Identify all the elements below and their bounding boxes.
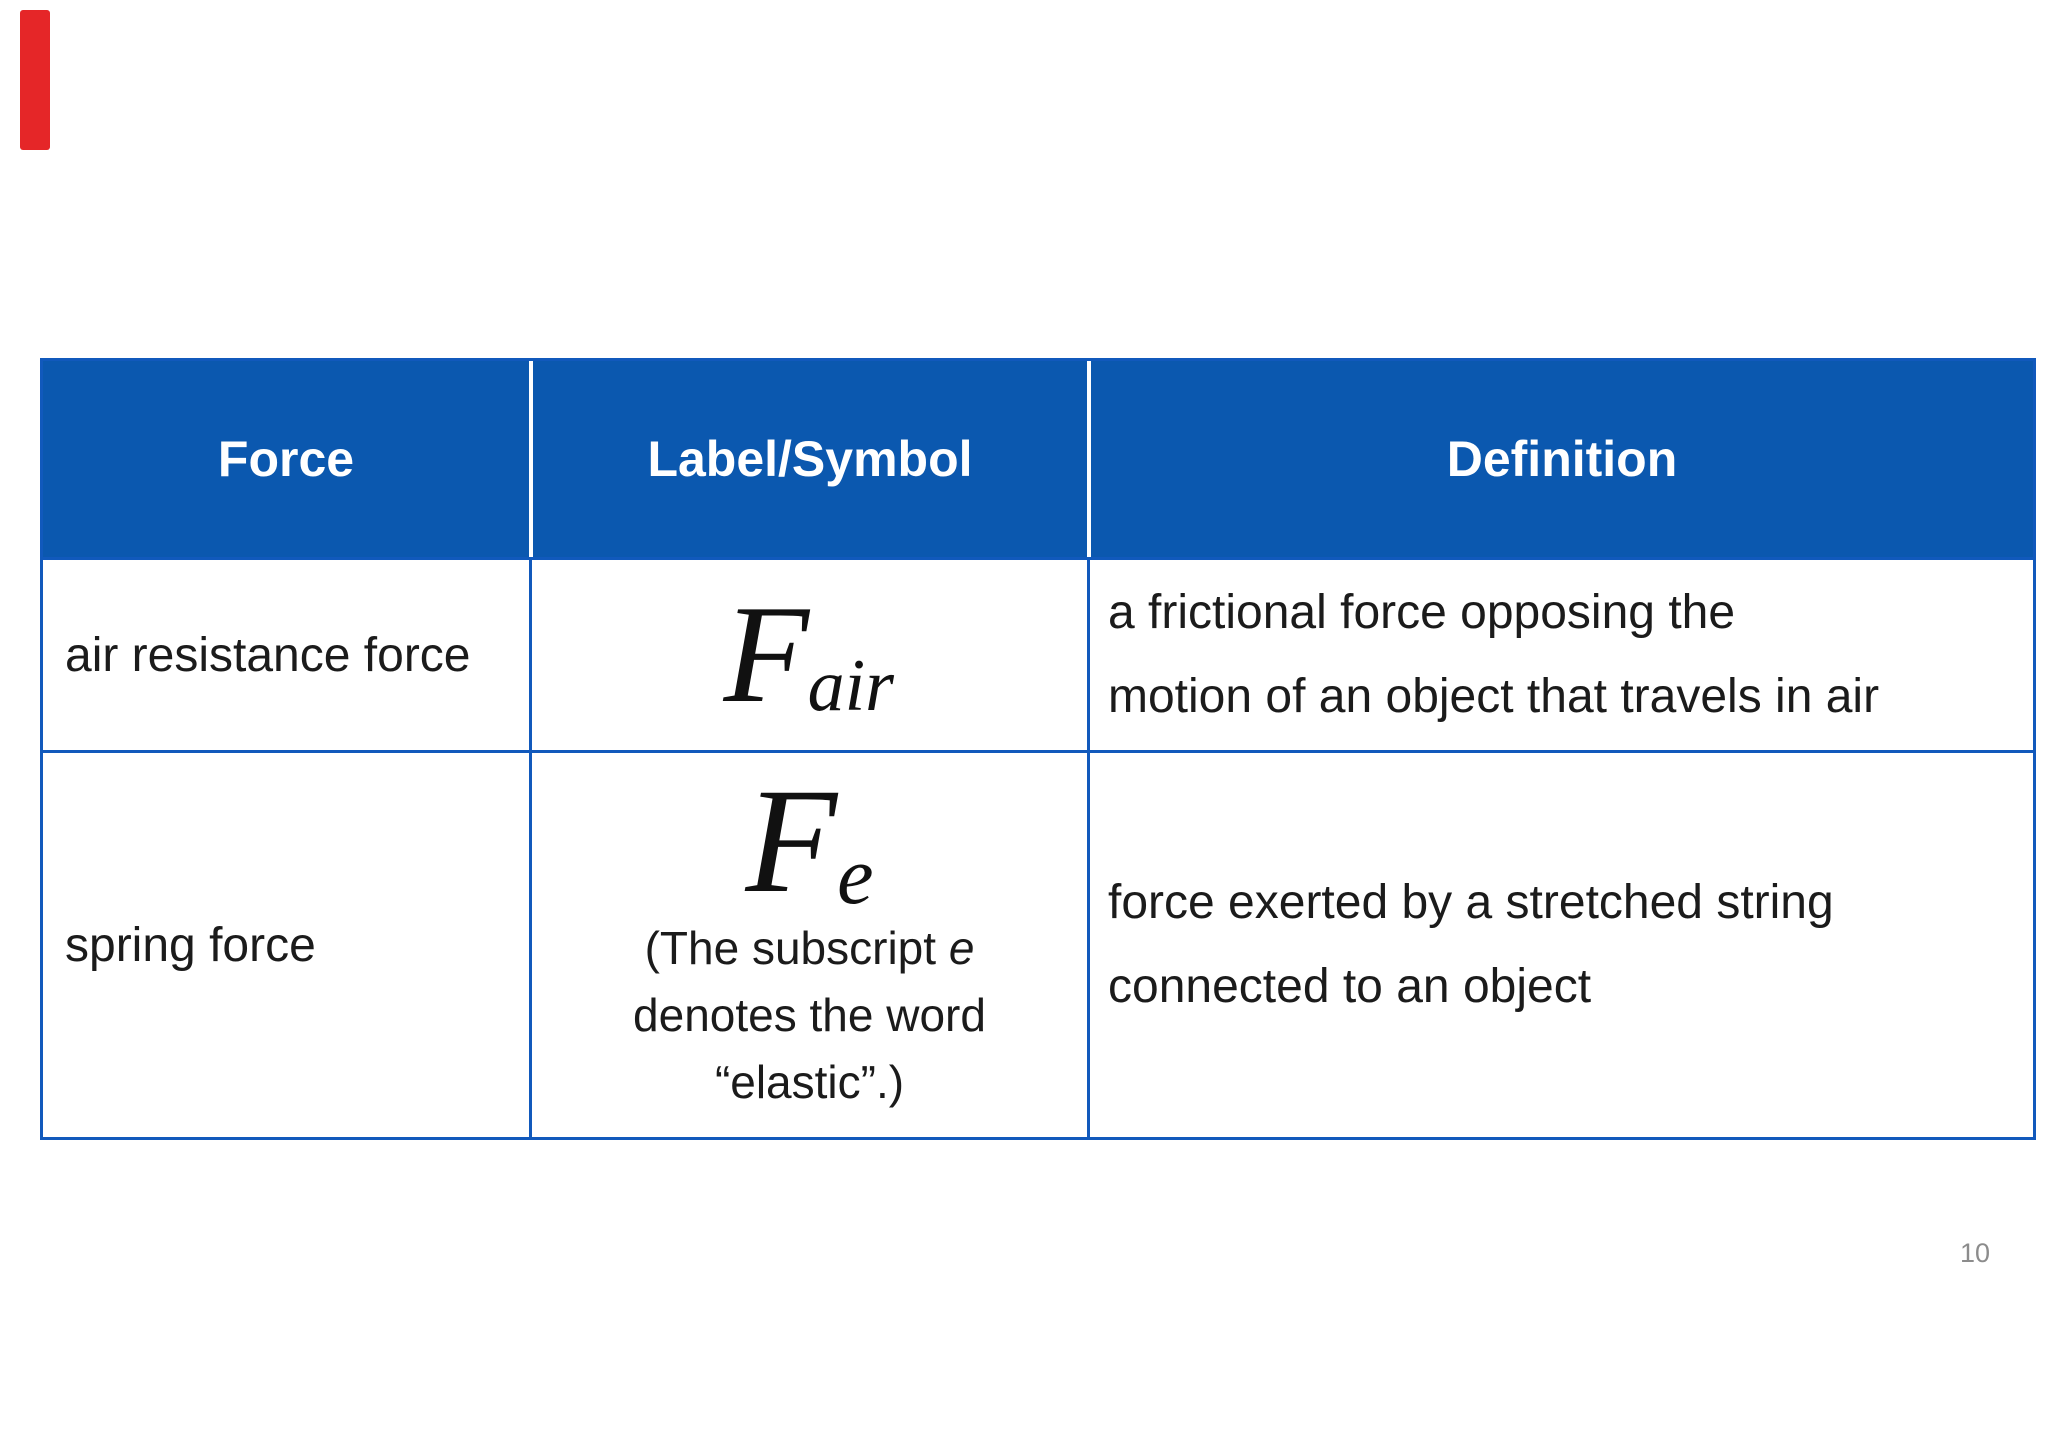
cell-force-air-resistance: air resistance force bbox=[43, 557, 529, 750]
header-label-force: Force bbox=[217, 431, 355, 487]
cell-force-spring: spring force bbox=[43, 750, 529, 1137]
spring-note-line-2: denotes the word bbox=[633, 989, 986, 1042]
cell-symbol-spring: Fe (The subscript e denotes the word “el… bbox=[529, 750, 1087, 1137]
spring-note-line-1: (The subscript e bbox=[633, 915, 986, 982]
header-cell-force: Force bbox=[43, 361, 529, 557]
definition-spring-line-2: connected to an object bbox=[1108, 960, 1592, 1013]
cell-definition-air-resistance: a frictional force opposing the motion o… bbox=[1087, 557, 2033, 750]
air-formula-base: F bbox=[723, 577, 810, 732]
header-cell-label-symbol: Label/Symbol bbox=[529, 361, 1087, 557]
accent-bar bbox=[20, 10, 50, 150]
definition-air-line-1: a frictional force opposing the bbox=[1108, 586, 1736, 639]
cell-symbol-air-resistance: Fair bbox=[529, 557, 1087, 750]
page-number: 10 bbox=[1959, 1238, 1990, 1268]
spring-force-formula: Fe bbox=[745, 766, 873, 916]
forces-table: Force Label/Symbol Definition air resist… bbox=[40, 358, 2036, 1140]
definition-air-line-2: motion of an object that travels in air bbox=[1108, 670, 1880, 723]
spring-note-line-3: “elastic”.) bbox=[714, 1055, 905, 1108]
force-name-spring: spring force bbox=[65, 918, 316, 972]
header-label-definition: Definition bbox=[1446, 431, 1678, 487]
spring-symbol-note: (The subscript e denotes the word “elast… bbox=[633, 915, 986, 1115]
spring-note-line-1-italic-e: e bbox=[948, 922, 975, 975]
spring-formula-base: F bbox=[745, 758, 838, 925]
header-cell-definition: Definition bbox=[1087, 361, 2033, 557]
spring-formula-subscript: e bbox=[837, 829, 874, 921]
definition-spring: force exerted by a stretched string conn… bbox=[1108, 861, 1834, 1029]
definition-spring-line-1: force exerted by a stretched string bbox=[1108, 876, 1834, 929]
air-formula-subscript: air bbox=[807, 644, 894, 727]
force-name-air-resistance: air resistance force bbox=[65, 628, 471, 682]
definition-air-resistance: a frictional force opposing the motion o… bbox=[1108, 571, 1879, 739]
cell-definition-spring: force exerted by a stretched string conn… bbox=[1087, 750, 2033, 1137]
header-label-label-symbol: Label/Symbol bbox=[647, 431, 973, 487]
air-resistance-formula: Fair bbox=[724, 585, 896, 725]
spring-note-line-1-text: (The subscript bbox=[644, 922, 949, 975]
